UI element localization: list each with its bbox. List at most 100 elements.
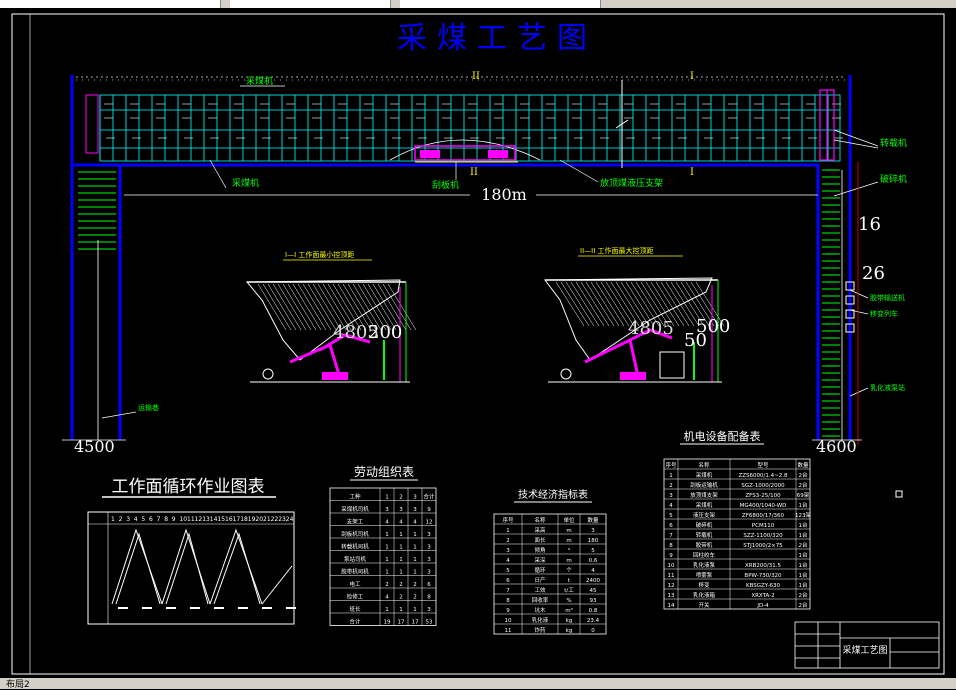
labor-table-cell: 工种 xyxy=(349,493,361,501)
equipment-table-cell: 6 xyxy=(669,523,673,529)
cycle-chart-title: 工作面循环作业图表 xyxy=(112,477,265,497)
equipment-table-cell: 12 xyxy=(668,583,675,589)
tech-table-cell: 10 xyxy=(505,618,512,624)
equipment-table-cell: JD-4 xyxy=(756,603,769,609)
tech-table-cell: 采高 xyxy=(534,526,546,534)
labor-table-cell: 3 xyxy=(413,507,417,513)
tech-table-cell: 面长 xyxy=(534,536,546,544)
equipment-table-cell: 2台 xyxy=(799,471,808,479)
labor-table-cell: 1 xyxy=(413,532,417,538)
labor-table-cell: 1 xyxy=(385,570,389,576)
equipment-table-cell: 13 xyxy=(668,593,675,599)
equipment-table-cell: 9 xyxy=(669,553,673,559)
labor-table-cell: 1 xyxy=(399,557,403,563)
coal-rib-top xyxy=(76,76,846,81)
left-dim: 4500 xyxy=(74,437,115,456)
cycle-hour-label: 16 xyxy=(225,516,233,523)
labor-table-cell: 1 xyxy=(385,557,389,563)
equipment-table-cell: 开关 xyxy=(698,601,710,609)
section1-dim-2: 200 xyxy=(368,322,402,343)
tech-table-cell: 乳化液 xyxy=(532,616,549,624)
equipment-table-cell: 1台 xyxy=(799,551,808,559)
labor-table-cell: 2 xyxy=(399,495,403,501)
title-block xyxy=(794,621,940,669)
equipment-table-cell: 回柱绞车 xyxy=(693,551,716,559)
equipment-table-cell: STJ1000/2×75 xyxy=(743,543,783,549)
equipment-table-cell: 数量 xyxy=(797,461,809,469)
tech-table-cell: 名称 xyxy=(534,516,546,524)
labor-table-cell: 1 xyxy=(413,545,417,551)
cycle-hour-label: 24 xyxy=(286,516,294,523)
cycle-hour-label: 19 xyxy=(248,516,256,523)
cycle-hour-label: 14 xyxy=(210,516,218,523)
labor-table-cell: 4 xyxy=(399,520,403,526)
cycle-hour-label: 12 xyxy=(195,516,203,523)
leader-lines xyxy=(101,85,879,419)
equipment-table-cell: 刮板运输机 xyxy=(690,481,718,489)
section-2: II—II 工作面最大控顶距 4805 500 50 xyxy=(544,246,730,383)
labor-table-cell: 4 xyxy=(385,520,389,526)
labor-table-cell: 1 xyxy=(399,607,403,613)
tech-table-cell: 回收率 xyxy=(532,596,549,604)
equipment-table-cell: 喷雾泵 xyxy=(696,571,713,579)
equipment-table-cell: SZZ-1100/320 xyxy=(743,533,783,539)
equipment-table-cell: ZF6800/17/360 xyxy=(742,513,785,519)
cycle-hour-label: 5 xyxy=(141,516,145,523)
toolbar-field-2[interactable] xyxy=(230,0,391,8)
tech-table-cell: 倾角 xyxy=(534,546,545,554)
tech-table-cell: 23.4 xyxy=(587,618,600,624)
equipment-table-cell: 1 xyxy=(669,473,673,479)
labor-table-cell: 8 xyxy=(427,595,431,601)
section2-dim-2: 500 xyxy=(696,316,730,337)
labor-table-cell: 2 xyxy=(399,582,403,588)
labor-table-cell: 1 xyxy=(385,532,389,538)
labor-table-cell: 1 xyxy=(399,532,403,538)
cycle-hour-label: 6 xyxy=(149,516,153,523)
labor-table-cell: 3 xyxy=(399,507,403,513)
cycle-hour-label: 23 xyxy=(278,516,286,523)
equipment-table-cell: 型号 xyxy=(757,461,769,469)
app-toolbar xyxy=(0,0,956,8)
layout-tab[interactable]: 布局2 xyxy=(6,680,30,690)
equipment-table-cell: 1台 xyxy=(799,521,808,529)
equipment-table-cell: 移变 xyxy=(698,581,710,589)
tech-table-cell: 180 xyxy=(588,538,599,544)
cycle-hour-label: 2 xyxy=(119,516,123,523)
toolbar-field-1[interactable] xyxy=(0,0,221,8)
equipment-table-cell: 1台 xyxy=(799,531,808,539)
section2-dim-3: 50 xyxy=(684,330,707,351)
tech-table-cell: 5 xyxy=(506,568,510,574)
labor-table-cell: 19 xyxy=(384,620,391,626)
cycle-hour-label: 4 xyxy=(134,516,138,523)
tech-table-cell: 93 xyxy=(590,598,597,604)
labor-table-cell: 合计 xyxy=(423,493,435,501)
equipment-table-cell: SGZ-1000/2000 xyxy=(741,483,785,489)
labor-table-cell: 1 xyxy=(385,607,389,613)
tech-table-cell: m xyxy=(566,538,571,544)
tech-table-cell: t/工 xyxy=(564,587,574,594)
equipment-table-cell: 名称 xyxy=(698,461,710,469)
labor-table-cell: 合计 xyxy=(349,618,361,626)
right-roadway-steps xyxy=(822,169,840,437)
shearer-plan xyxy=(389,139,541,163)
labor-table-cell: 17 xyxy=(412,620,419,626)
cycle-hour-label: 1 xyxy=(111,516,115,523)
equipment-table-cell: 乳化液箱 xyxy=(693,591,716,599)
toolbar-field-3[interactable] xyxy=(400,0,601,8)
labor-table-cell: 泵站司机 xyxy=(344,555,367,563)
tech-table-cell: ° xyxy=(568,548,571,554)
tech-table-cell: 3 xyxy=(591,528,595,534)
equipment-table-cell: KBSGZY-630 xyxy=(746,583,780,589)
tech-table-cell: 7 xyxy=(506,588,510,594)
span-dimension: 180m xyxy=(481,185,527,204)
labor-table-cell: 2 xyxy=(413,595,417,601)
equipment-table-cell: 2台 xyxy=(799,601,808,609)
tech-table-cell: 5 xyxy=(591,548,595,554)
labor-table-cell: 1 xyxy=(399,545,403,551)
section-mark-1: II xyxy=(472,71,480,82)
tech-table-cell: 炸药 xyxy=(534,626,546,634)
equipment-table-cell: 转载机 xyxy=(696,531,713,539)
